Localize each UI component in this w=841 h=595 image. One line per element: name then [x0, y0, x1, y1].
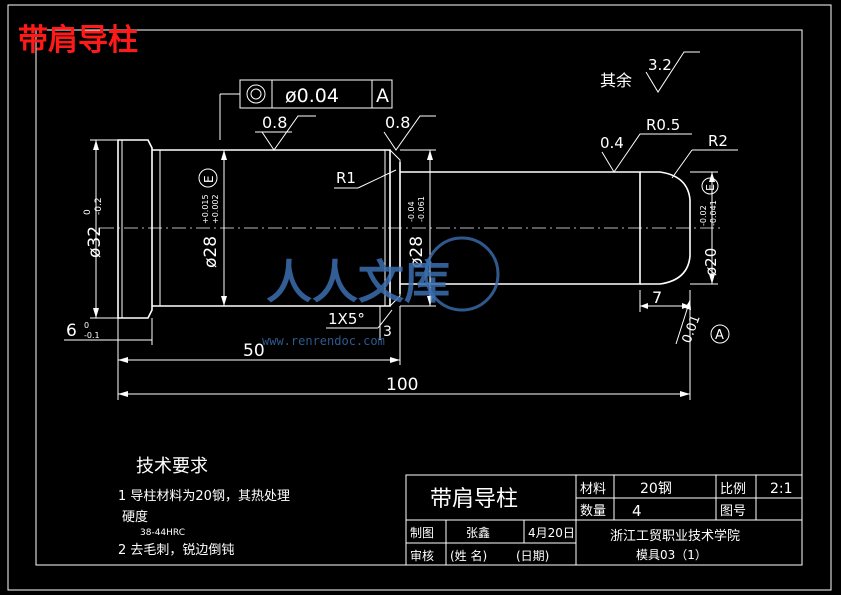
len50-label: 50 [243, 341, 265, 361]
dim-len7: 7 [639, 288, 691, 312]
d28a-fit-symbol: E [202, 175, 216, 183]
d28b-tol-lower: -0.061 [417, 196, 426, 222]
dim-d28-journal: ø28 +0.015 +0.002 E [198, 150, 227, 306]
tolerance-value: ø0.04 [285, 85, 339, 107]
requirement-1: 1 导柱材料为20钢，其热处理 [118, 489, 290, 504]
roughness-right: 0.8 [383, 113, 436, 151]
watermark: 人人文库 www.renrendoc.com [262, 236, 500, 348]
material-value: 20钢 [640, 481, 672, 497]
geometric-tolerance-frame: ø0.04 A [219, 79, 393, 140]
groove-label: 3 [383, 324, 392, 340]
d20-label: ø20 [702, 248, 720, 276]
d20-fit-symbol: E [704, 184, 717, 191]
requirements-title: 技术要求 [136, 456, 208, 477]
technical-requirements: 技术要求 1 导柱材料为20钢，其热处理 硬度 38-44HRC 2 去毛刺，锐… [118, 456, 290, 558]
qty-label: 数量 [580, 504, 606, 519]
roughness-chamfer-value: 0.4 [600, 134, 624, 152]
d28a-tol-lower: +0.002 [211, 194, 220, 224]
roughness-right-value: 0.8 [385, 113, 410, 132]
d28b-tol-upper: -0.04 [407, 201, 416, 222]
title-block: 带肩导柱 材料 20钢 比例 2:1 数量 4 图号 制图 张鑫 4月20日 审… [405, 474, 803, 566]
d28b-label: ø28 [407, 236, 427, 268]
drawing-no-label: 图号 [720, 504, 746, 519]
roughness-rest: 其余 3.2 [600, 51, 700, 93]
shoulder-label: 6 [66, 321, 77, 341]
roughness-rest-label: 其余 [600, 71, 632, 90]
roughness-chamfer: 0.4 R0.5 [600, 116, 692, 173]
r05-label: R0.5 [646, 116, 680, 134]
dim-len100: 100 [118, 290, 691, 400]
d20-tol-upper: -0.02 [699, 205, 708, 226]
len7-label: 7 [652, 288, 662, 307]
tolerance-datum: A [376, 85, 389, 107]
shoulder-tol-lower: -0.1 [84, 331, 100, 340]
len100-label: 100 [386, 375, 418, 395]
d28a-label: ø28 [201, 236, 221, 268]
d28a-tol-upper: +0.015 [201, 194, 210, 224]
material-label: 材料 [580, 482, 606, 497]
chamfer-label: 1X5° [328, 310, 365, 328]
dim-len50: 50 [117, 306, 401, 400]
checked-label: 审核 [410, 548, 434, 563]
r2-label: R2 [708, 132, 728, 150]
school-name: 浙江工贸职业技术学院 [610, 528, 740, 544]
runout-value: 0.01 [680, 313, 704, 345]
drawn-date: 4月20日 [528, 526, 575, 540]
roughness-left: 0.8 [255, 113, 316, 151]
qty-value: 4 [632, 502, 642, 520]
header-title: 带肩导柱 [18, 23, 138, 58]
requirement-1c: 38-44HRC [140, 528, 185, 538]
dim-d28-body: ø28 -0.04 -0.061 [400, 149, 436, 307]
watermark-text: 人人文库 [266, 255, 450, 309]
runout-datum: A [715, 328, 724, 343]
d32-label: ø32 [85, 226, 105, 258]
d32-tol-lower: -0.2 [94, 197, 104, 215]
dim-d32: ø32 0 -0.2 [83, 139, 118, 319]
scale-label: 比例 [720, 482, 746, 497]
part-name: 带肩导柱 [430, 487, 518, 512]
shoulder-tol-upper: 0 [84, 321, 89, 330]
requirement-1b: 硬度 [122, 509, 148, 525]
r1-label: R1 [336, 169, 356, 187]
drawn-label: 制图 [410, 526, 434, 540]
class-name: 模具03（1） [636, 548, 707, 562]
dim-shoulder: 6 0 -0.1 [64, 318, 153, 345]
watermark-url: www.renrendoc.com [262, 334, 385, 348]
date-placeholder: (日期) [516, 549, 549, 563]
requirement-2: 2 去毛刺，锐边倒钝 [118, 543, 234, 558]
drawn-by: 张鑫 [466, 525, 490, 540]
part-outline [117, 139, 691, 319]
roughness-left-value: 0.8 [262, 113, 287, 132]
roughness-rest-value: 3.2 [648, 56, 672, 74]
dim-d20: ø20 -0.02 -0.041 E [690, 171, 720, 285]
name-placeholder: (姓 名) [450, 548, 487, 563]
d20-tol-lower: -0.041 [709, 200, 718, 226]
d32-tol-upper: 0 [83, 209, 93, 215]
scale-value: 2:1 [770, 481, 793, 497]
outer-frame [7, 4, 832, 591]
